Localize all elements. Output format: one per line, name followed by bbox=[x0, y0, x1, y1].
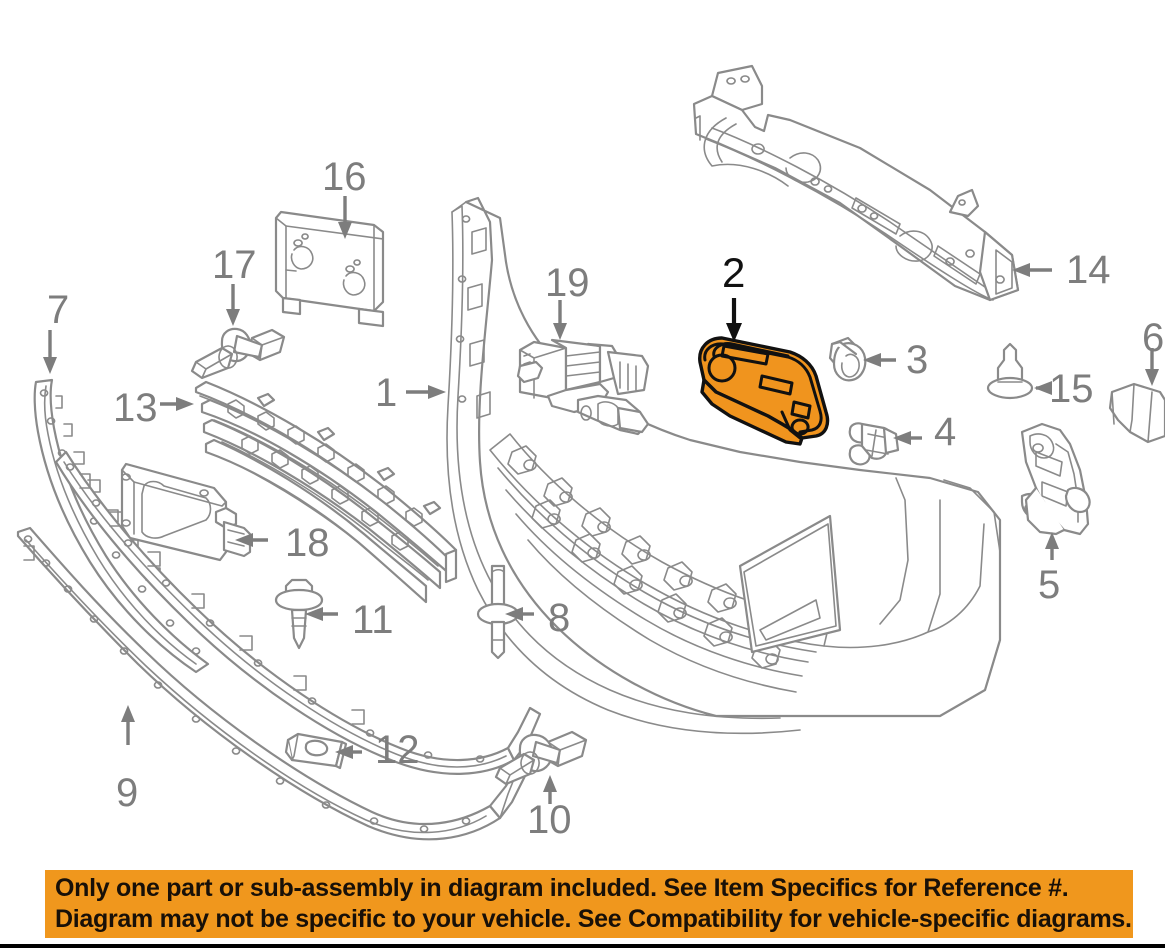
callout-label-19: 19 bbox=[545, 261, 590, 305]
callout-arrow-8 bbox=[505, 607, 534, 621]
callout-label-9: 9 bbox=[116, 771, 139, 815]
callout-label-4: 4 bbox=[934, 410, 957, 454]
part-3-push-pin-clip bbox=[828, 336, 867, 382]
callout-arrow-18 bbox=[235, 533, 268, 547]
callout-arrow-4 bbox=[893, 431, 922, 445]
part-19-washer-nozzle bbox=[516, 338, 650, 436]
callout-arrow-16 bbox=[338, 196, 352, 239]
callout-label-7: 7 bbox=[47, 288, 70, 332]
callout-arrow-9 bbox=[121, 705, 135, 745]
part-2-bumper-bracket-highlighted bbox=[698, 336, 830, 446]
callout-arrow-7 bbox=[43, 330, 57, 374]
callout-label-14: 14 bbox=[1066, 248, 1111, 292]
part-8-stud-clip bbox=[476, 564, 520, 660]
part-17-stud-pin bbox=[190, 327, 286, 380]
part-15-bumper-grommet bbox=[986, 342, 1034, 400]
callout-label-2: 2 bbox=[722, 249, 746, 296]
disclaimer-line-2: Diagram may not be specific to your vehi… bbox=[55, 905, 1132, 933]
callout-label-3: 3 bbox=[906, 338, 929, 382]
grille-hex-cells bbox=[227, 399, 423, 551]
part-6-corner-filler bbox=[1108, 382, 1165, 444]
part-1-bumper-cover bbox=[446, 196, 1002, 735]
callout-label-13: 13 bbox=[113, 386, 158, 430]
callout-arrow-10 bbox=[543, 775, 557, 804]
callout-arrow-12 bbox=[335, 745, 362, 759]
part-11-flange-bolt bbox=[274, 578, 324, 650]
callout-arrow-5 bbox=[1045, 532, 1059, 560]
callout-label-18: 18 bbox=[285, 521, 330, 565]
callout-arrow-2 bbox=[726, 298, 742, 342]
disclaimer-banner: Only one part or sub-assembly in diagram… bbox=[45, 870, 1133, 938]
callout-label-12: 12 bbox=[375, 728, 420, 772]
callout-arrow-11 bbox=[305, 607, 338, 621]
callout-arrow-13 bbox=[160, 397, 194, 411]
callout-arrow-19 bbox=[553, 300, 567, 340]
part-18-radar-sensor bbox=[120, 462, 252, 562]
part-5-side-bracket bbox=[1020, 422, 1091, 536]
callout-label-11: 11 bbox=[352, 598, 394, 642]
part-9-lower-valance bbox=[16, 450, 542, 841]
callout-arrow-14 bbox=[1012, 263, 1052, 277]
callout-label-6: 6 bbox=[1142, 316, 1165, 360]
callout-label-1: 1 bbox=[375, 371, 398, 415]
part-4-retainer-clip bbox=[848, 422, 900, 466]
part-14-impact-bar bbox=[692, 64, 1020, 302]
callout-label-15: 15 bbox=[1049, 367, 1094, 411]
callout-arrow-1 bbox=[406, 385, 446, 399]
part-16-license-plate-bracket bbox=[274, 210, 385, 328]
bottom-rule bbox=[0, 944, 1165, 948]
part-7-upper-valance bbox=[33, 378, 210, 674]
callout-arrow-17 bbox=[226, 284, 240, 326]
part-12-u-nut bbox=[284, 732, 348, 770]
disclaimer-line-1: Only one part or sub-assembly in diagram… bbox=[55, 874, 1069, 902]
callout-arrow-3 bbox=[863, 353, 896, 367]
callout-label-5: 5 bbox=[1038, 563, 1061, 607]
callout-label-10: 10 bbox=[527, 798, 572, 842]
callout-label-8: 8 bbox=[548, 596, 571, 640]
part-10-screw-grommet bbox=[494, 730, 588, 786]
callout-arrow-15 bbox=[1034, 381, 1052, 395]
part-13-lower-grille bbox=[194, 380, 458, 604]
callout-label-17: 17 bbox=[212, 243, 257, 287]
callout-arrow-6 bbox=[1145, 348, 1159, 386]
callout-label-16: 16 bbox=[322, 155, 367, 199]
